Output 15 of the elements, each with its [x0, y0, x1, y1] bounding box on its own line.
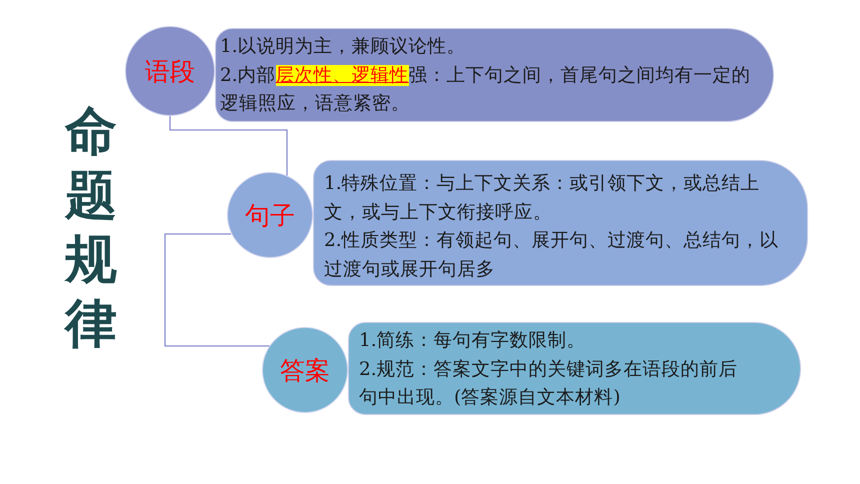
rule-panel [313, 160, 808, 286]
topic-label: 语段 [145, 56, 195, 88]
topic-label: 句子 [245, 200, 295, 232]
rule-text: 2.规范：答案文字中的关键词多在语段的前后句中出现。(答案源自文本材料) [359, 358, 739, 410]
rule-text: 1.简练：每句有字数限制。 [359, 329, 587, 353]
connector-line [164, 233, 270, 347]
topic-label: 答案 [280, 354, 330, 386]
rule-panel [215, 28, 774, 122]
rule-text: 2.内部层次性、逻辑性强：上下句之间，首尾句之间均有一定的逻辑照应，语意紧密。 [220, 64, 752, 116]
rule-text: 2.性质类型：有领起句、展开句、过渡句、总结句，以过渡句或展开句居多 [324, 229, 780, 282]
connector-line [169, 116, 288, 176]
rule-text: 1.以说明为主，兼顾议论性。 [220, 35, 467, 59]
rule-panel [348, 322, 801, 415]
rule-text: 1.特殊位置：与上下文关系：或引领下文，或总结上文，或与上下文衔接呼应。 [324, 172, 761, 224]
vertical-title: 命题规律 [63, 101, 118, 356]
